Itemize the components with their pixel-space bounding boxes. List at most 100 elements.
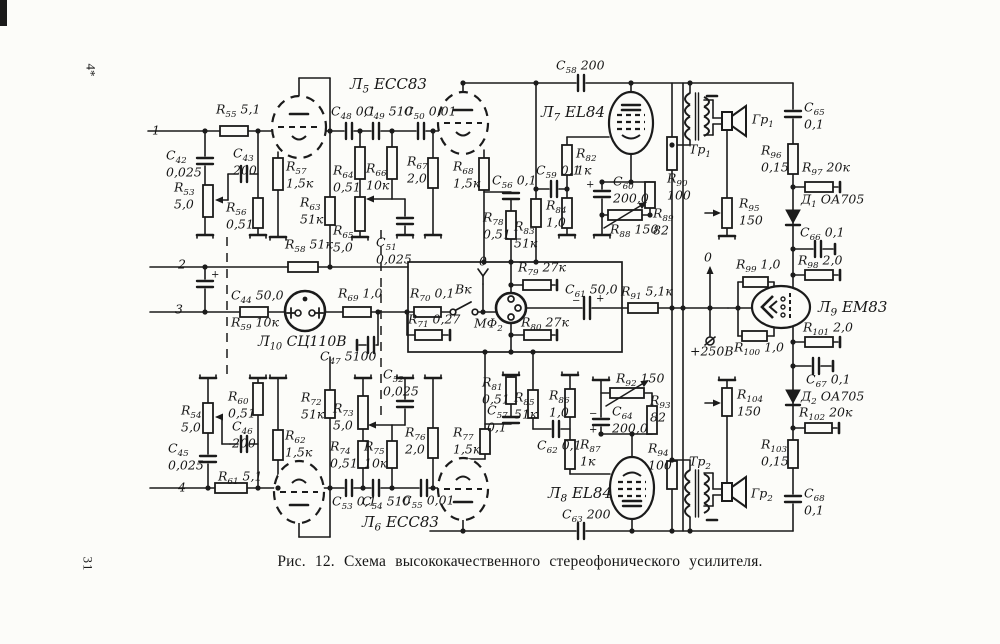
label-Тр-2-: Тр2	[689, 454, 711, 473]
label-C-62-0-1: C62 0,1	[537, 438, 582, 457]
capacitor-C48	[344, 121, 354, 141]
capacitor-C53	[344, 478, 354, 498]
junction-dots	[202, 80, 796, 534]
resistor-R84	[561, 197, 573, 229]
label-C-49-510: C49 510	[364, 104, 413, 123]
resistor-R85	[527, 389, 539, 419]
label-C-50-0-01: C50 0,01	[404, 104, 457, 123]
resistor-R62	[272, 429, 284, 461]
label-R-61-5-1: R61 5,1	[217, 469, 262, 488]
terminal-bars	[355, 94, 842, 522]
label-C-53-0-1: C53 0,1	[332, 494, 377, 513]
resistor-R93	[646, 405, 658, 435]
resistor-R102	[804, 422, 833, 434]
label-R-58-51к: R58 51к	[284, 237, 333, 256]
label-R-69-1-0: R69 1,0	[337, 286, 382, 305]
resistor-R86	[564, 388, 576, 418]
tube-MF2-jack	[494, 291, 528, 325]
label-R-80-27к: R80 27к	[520, 315, 569, 334]
label-1: 1	[152, 123, 160, 138]
capacitor-C49	[371, 121, 381, 141]
diode-D2	[784, 389, 802, 407]
resistor-R73	[357, 395, 369, 430]
resistor-R66	[386, 146, 398, 180]
tube-L9-EM83	[750, 284, 812, 330]
resistor-R97	[804, 181, 834, 193]
capacitor-C55	[419, 478, 429, 498]
label-R-100-1-0: R100 1,0	[733, 340, 784, 359]
label-2: 2	[177, 257, 186, 272]
label-R-99-1-0: R99 1,0	[735, 257, 780, 276]
resistor-R65	[354, 196, 366, 232]
resistor-R72	[324, 389, 336, 419]
resistor-R55	[219, 125, 249, 137]
label-C-67-0-1: C67 0,1	[806, 372, 851, 391]
resistor-R59	[239, 306, 269, 318]
tube-L7-EL84	[607, 90, 655, 156]
label-C-54-510: C54 510	[362, 494, 411, 513]
label-0: 0	[704, 250, 712, 265]
tube-L6a-triode	[272, 459, 326, 525]
resistor-R78	[505, 210, 517, 240]
tube-L6b-triode	[436, 456, 490, 522]
mixer-box	[407, 261, 623, 353]
capacitor-C54	[371, 478, 381, 498]
label-R-97-20к: R97 20к	[801, 160, 850, 179]
resistor-R77	[479, 428, 491, 455]
label-Вк: Вк	[454, 282, 472, 297]
tube-L8-EL84	[608, 455, 656, 521]
label-C-56-0-1: C56 0,1	[492, 173, 537, 192]
label--: +	[586, 180, 594, 191]
label-R-71-0-27: R71 0,27	[407, 312, 460, 331]
supply-terminal	[704, 336, 716, 346]
label--: +	[596, 294, 604, 305]
resistor-R70	[413, 306, 442, 318]
tube-L5b-triode	[436, 90, 490, 156]
label-C-48-0-1: C48 0,1	[331, 104, 376, 123]
transformer-Tr2	[684, 469, 710, 518]
resistor-R103	[787, 439, 799, 469]
label-C-61-50-0: C61 50,0	[565, 282, 618, 301]
label-4: 4	[177, 480, 186, 495]
resistor-R81	[505, 376, 517, 405]
label--: +	[211, 270, 219, 281]
resistor-R82	[561, 144, 573, 176]
label-C-59-0-1: C59 0,1	[536, 163, 581, 182]
label-Л-9-EM83: Л9 EM83	[817, 298, 887, 319]
label-Гр-1-: Гр1	[751, 112, 774, 131]
capacitor-C60	[592, 189, 612, 199]
capacitor-C50	[416, 121, 426, 141]
resistor-R87	[564, 439, 576, 470]
resistor-R91	[627, 302, 659, 314]
resistor-R75	[386, 440, 398, 469]
resistor-R80	[523, 329, 552, 341]
switch-Vk	[449, 301, 479, 316]
variable-resistor-arrow	[605, 380, 649, 407]
resistor-R58	[287, 261, 319, 273]
label-R-92-150: R92 150	[615, 371, 664, 390]
resistor-R60	[252, 382, 264, 416]
label-Тр-1-: Тр1	[689, 142, 711, 161]
label-C-58-200: C58 200	[556, 58, 605, 77]
label-3: 3	[175, 302, 183, 317]
capacitor-C59	[549, 179, 559, 199]
potentiometer-arrows	[215, 195, 721, 429]
